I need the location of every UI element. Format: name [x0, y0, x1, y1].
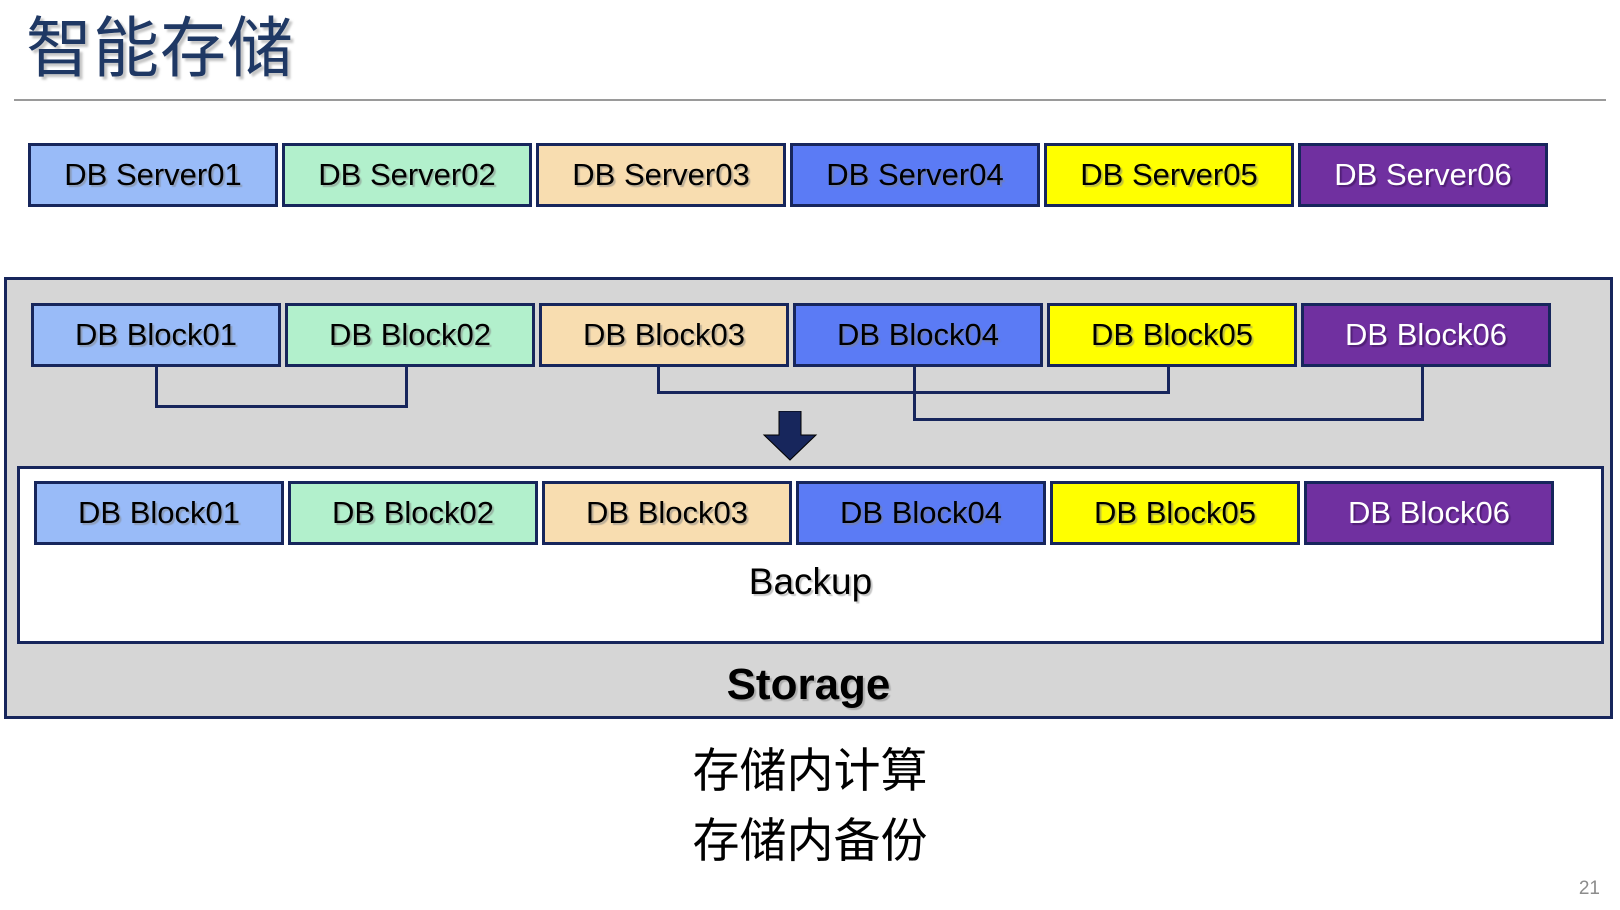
db-server-box-label: DB Server06 — [1334, 157, 1512, 192]
db-server-box-5[interactable]: DB Server05 — [1044, 143, 1294, 207]
db-block-box-primary-label: DB Block06 — [1345, 317, 1507, 352]
bracket-block04-block06-span — [913, 418, 1424, 421]
db-block-box-backup-6[interactable]: DB Block06 — [1304, 481, 1554, 545]
bracket-block01-block02-left-stem — [155, 367, 158, 405]
db-block-box-primary-1[interactable]: DB Block01 — [31, 303, 281, 367]
db-block-box-backup-label: DB Block05 — [1094, 495, 1256, 530]
storage-container: DB Block01 DB Block02 DB Block03 DB Block04… — [4, 277, 1613, 719]
bracket-block03-block05-right-stem — [1167, 367, 1170, 391]
db-block-box-primary-label: DB Block04 — [837, 317, 999, 352]
db-block-box-backup-label: DB Block03 — [586, 495, 748, 530]
db-server-box-label: DB Server01 — [64, 157, 242, 192]
footer-text: 存储内计算存储内备份 — [0, 736, 1620, 876]
db-server-box-label: DB Server04 — [826, 157, 1004, 192]
db-block-box-primary-6[interactable]: DB Block06 — [1301, 303, 1551, 367]
db-server-box-3[interactable]: DB Server03 — [536, 143, 786, 207]
db-block-box-primary-label: DB Block05 — [1091, 317, 1253, 352]
db-server-box-1[interactable]: DB Server01 — [28, 143, 278, 207]
db-server-box-4[interactable]: DB Server04 — [790, 143, 1040, 207]
db-server-box-label: DB Server03 — [572, 157, 750, 192]
db-block-box-primary-label: DB Block02 — [329, 317, 491, 352]
title-divider — [14, 99, 1606, 101]
bracket-block04-block06-right-stem — [1421, 367, 1424, 418]
backup-box: DB Block01 DB Block02 DB Block03 DB Block04… — [17, 466, 1604, 644]
db-block-box-backup-label: DB Block01 — [78, 495, 240, 530]
bracket-block03-block05-left-stem — [657, 367, 660, 391]
storage-label: Storage — [726, 660, 891, 709]
bracket-block01-block02-right-stem — [405, 367, 408, 405]
db-server-box-2[interactable]: DB Server02 — [282, 143, 532, 207]
db-block-box-primary-label: DB Block03 — [583, 317, 745, 352]
db-block-box-primary-label: DB Block01 — [75, 317, 237, 352]
footer-line-2: 存储内备份 — [692, 814, 928, 867]
db-server-box-label: DB Server02 — [318, 157, 496, 192]
db-block-box-backup-1[interactable]: DB Block01 — [34, 481, 284, 545]
db-server-box-6[interactable]: DB Server06 — [1298, 143, 1548, 207]
db-block-box-backup-3[interactable]: DB Block03 — [542, 481, 792, 545]
down-arrow-icon — [762, 411, 818, 461]
db-block-box-primary-3[interactable]: DB Block03 — [539, 303, 789, 367]
page-title: 智能存储 — [26, 11, 294, 85]
db-block-box-primary-2[interactable]: DB Block02 — [285, 303, 535, 367]
db-block-box-backup-label: DB Block02 — [332, 495, 494, 530]
db-block-box-backup-2[interactable]: DB Block02 — [288, 481, 538, 545]
db-block-box-backup-label: DB Block04 — [840, 495, 1002, 530]
db-block-box-backup-label: DB Block06 — [1348, 495, 1510, 530]
db-block-box-backup-4[interactable]: DB Block04 — [796, 481, 1046, 545]
db-server-box-label: DB Server05 — [1080, 157, 1258, 192]
db-block-box-backup-5[interactable]: DB Block05 — [1050, 481, 1300, 545]
backup-label: Backup — [748, 561, 873, 602]
bracket-block01-block02-span — [155, 405, 408, 408]
bracket-block04-block06-left-stem — [913, 367, 916, 418]
db-block-box-primary-5[interactable]: DB Block05 — [1047, 303, 1297, 367]
footer-line-1: 存储内计算 — [692, 744, 928, 797]
db-block-box-primary-4[interactable]: DB Block04 — [793, 303, 1043, 367]
page-number: 21 — [1578, 878, 1600, 899]
